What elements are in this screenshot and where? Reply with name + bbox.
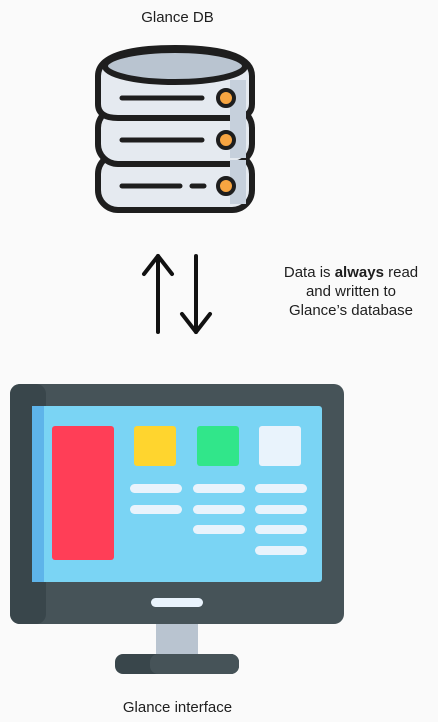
screen-tile-yellow [134, 426, 176, 466]
data-flow-note: Data is always read and written to Glanc… [262, 263, 438, 320]
interface-title: Glance interface [122, 699, 233, 716]
note-emphasis: always [334, 264, 384, 281]
note-line-2: and written to [305, 283, 397, 300]
bidirectional-arrows-icon [142, 254, 212, 334]
screen-tile-green [197, 426, 239, 466]
server-led-icon [216, 88, 236, 108]
database-server-icon [95, 45, 255, 213]
database-title: Glance DB [141, 9, 214, 26]
monitor-stand-icon [156, 622, 198, 658]
server-led-icon [216, 176, 236, 196]
note-line-1: Data is always read [283, 264, 419, 281]
desktop-monitor-icon [10, 384, 344, 674]
note-line-3: Glance’s database [289, 302, 413, 319]
screen-tile-white [259, 426, 301, 466]
server-led-icon [216, 130, 236, 150]
screen-sidebar-block [52, 426, 114, 560]
monitor-bezel-handle [151, 598, 203, 607]
